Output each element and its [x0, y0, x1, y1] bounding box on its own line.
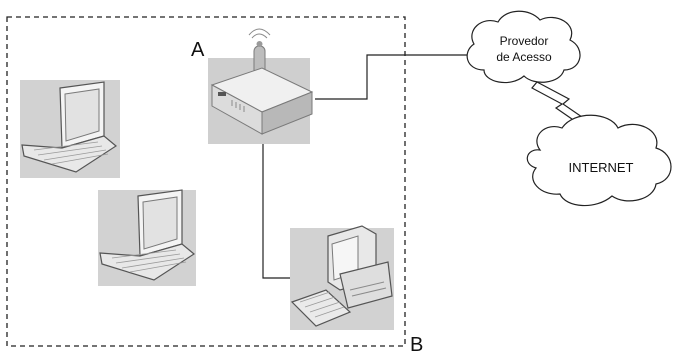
- laptop-icon: [98, 189, 196, 286]
- router-to-provider-line: [315, 54, 470, 100]
- cloud-icon: [466, 10, 581, 84]
- network-label: B: [410, 334, 423, 353]
- wireless-router-icon: [208, 28, 314, 144]
- laptop-icon: [20, 80, 120, 178]
- cloud-icon: [526, 114, 672, 207]
- provider-label-line2: de Acesso: [496, 50, 552, 64]
- router-label: A: [191, 39, 205, 61]
- local-network-boundary: [6, 16, 406, 347]
- desktop-computer-icon: [290, 225, 394, 330]
- provider-label-line1: Provedor: [500, 34, 549, 48]
- internet-label: INTERNET: [569, 160, 634, 175]
